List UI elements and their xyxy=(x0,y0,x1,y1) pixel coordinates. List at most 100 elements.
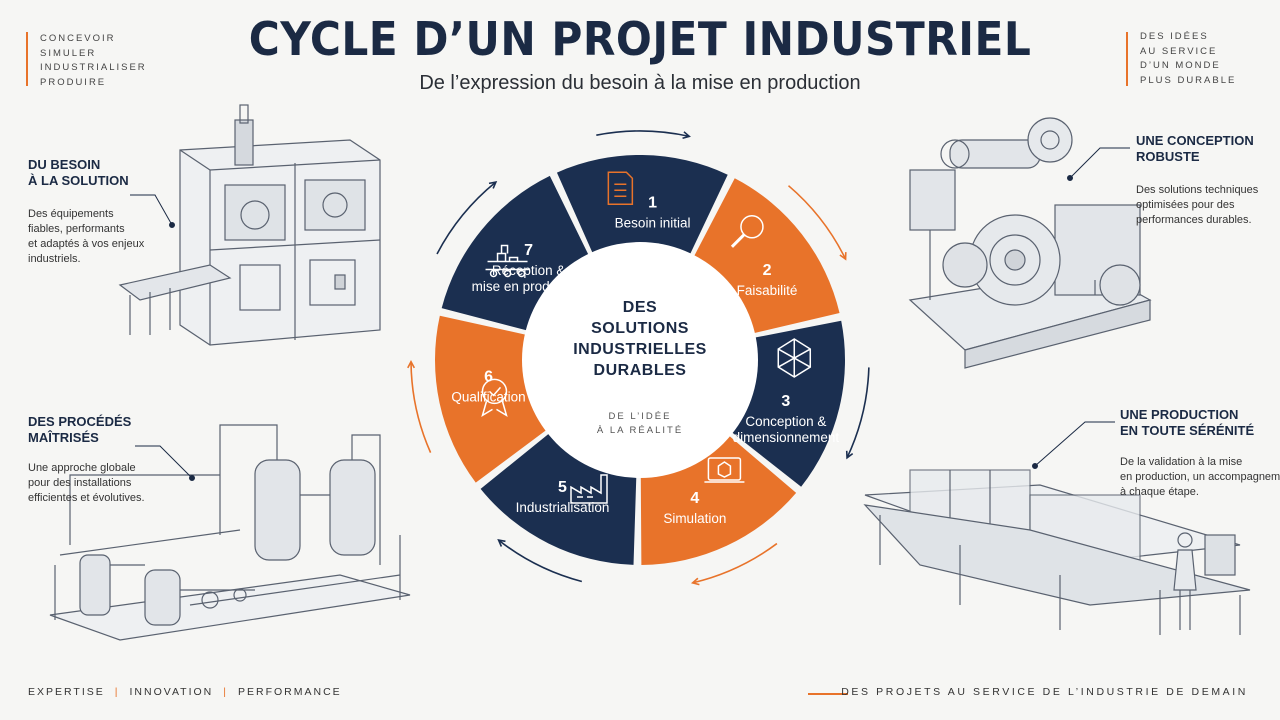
procedes-title-line: DES PROCÉDÉS xyxy=(28,414,132,429)
procedes-leader-dot xyxy=(189,475,195,481)
center-subtitle-line: DE L’IDÉE xyxy=(608,411,672,422)
cycle-flow-arrowhead xyxy=(682,131,691,140)
procedes-annotation-text: Une approche globale pour des installati… xyxy=(28,461,145,506)
top-right-list: DES IDÉES AU SERVICE D’UN MONDE PLUS DUR… xyxy=(1140,30,1236,88)
cycle-flow-arrowhead xyxy=(497,539,506,547)
production-annotation-title: UNE PRODUCTION EN TOUTE SÉRÉNITÉ xyxy=(1120,407,1254,439)
procedes-text-line: efficientes et évolutives. xyxy=(28,492,145,504)
procedes-title-line: MAÎTRISÉS xyxy=(28,430,99,445)
production-title-line: EN TOUTE SÉRÉNITÉ xyxy=(1120,423,1255,438)
besoin-annotation-title: DU BESOIN À LA SOLUTION xyxy=(28,157,129,189)
cycle-flow-arrow xyxy=(596,130,690,138)
footer-accent-line xyxy=(808,693,848,695)
packaging-machine-illustration xyxy=(118,104,381,346)
top-right-list-item: AU SERVICE xyxy=(1140,45,1218,57)
top-left-list: CONCEVOIR SIMULER INDUSTRIALISER PRODUIR… xyxy=(40,32,147,90)
cycle-flow-arrowhead xyxy=(839,252,847,261)
conveyor-icon xyxy=(485,244,530,278)
factory-icon xyxy=(570,474,608,504)
conception-annotation-text: Des solutions techniques optimisées pour… xyxy=(1136,183,1258,228)
cycle-center-title: DES SOLUTIONS INDUSTRIELLES DURABLES xyxy=(540,297,740,381)
center-title-line: INDUSTRIELLES xyxy=(573,341,707,358)
cycle-flow-arrow xyxy=(436,181,497,255)
valve-assembly-illustration xyxy=(908,117,1152,369)
conception-leader-dot xyxy=(1067,175,1073,181)
cycle-flow-arrow xyxy=(787,185,847,260)
cycle-flow-arrow xyxy=(846,367,870,459)
award-badge-icon xyxy=(481,378,508,417)
center-title-line: SOLUTIONS xyxy=(591,320,689,337)
besoin-text-line: Des équipements xyxy=(28,208,114,220)
subtitle: De l’expression du besoin à la mise en p… xyxy=(419,72,861,94)
procedes-text-line: pour des installations xyxy=(28,477,132,489)
footer-separator: | xyxy=(114,686,120,698)
footer-value: PERFORMANCE xyxy=(238,686,342,698)
besoin-text-line: fiables, performants xyxy=(28,223,125,235)
top-right-list-item: PLUS DURABLE xyxy=(1140,74,1237,86)
besoin-title-line: À LA SOLUTION xyxy=(28,173,129,188)
production-text-line: De la validation à la mise xyxy=(1120,456,1243,468)
production-leader-line xyxy=(1034,421,1115,467)
cube-wireframe-icon xyxy=(777,338,812,378)
procedes-text-line: Une approche globale xyxy=(28,462,136,474)
procedes-annotation-title: DES PROCÉDÉS MAÎTRISÉS xyxy=(28,414,131,446)
top-left-list-item: CONCEVOIR xyxy=(40,33,116,44)
besoin-text-line: industriels. xyxy=(28,253,81,265)
conception-title-line: ROBUSTE xyxy=(1136,149,1200,164)
footer-tagline: DES PROJETS AU SERVICE DE L’INDUSTRIE DE… xyxy=(841,686,1248,698)
conception-annotation-title: UNE CONCEPTION ROBUSTE xyxy=(1136,133,1254,165)
footer-values: EXPERTISE|INNOVATION|PERFORMANCE xyxy=(28,686,342,698)
cycle-step-1-segment xyxy=(556,155,728,261)
top-right-list-item: D’UN MONDE xyxy=(1140,60,1221,71)
procedes-leader-line xyxy=(135,445,193,479)
cycle-flow-arrow xyxy=(692,542,778,584)
center-title-line: DURABLES xyxy=(593,362,687,379)
center-title-line: DES xyxy=(622,299,658,316)
cycle-step-7-segment xyxy=(441,175,592,333)
conception-text-line: Des solutions techniques xyxy=(1136,184,1259,196)
magnifier-icon xyxy=(730,215,764,248)
besoin-text-line: et adaptés à vos enjeux xyxy=(28,238,145,250)
main-title: CYCLE D’UN PROJET INDUSTRIEL xyxy=(248,12,1032,66)
cycle-step-2-segment xyxy=(690,178,840,335)
top-left-list-item: INDUSTRIALISER xyxy=(40,62,147,73)
cycle-center-disc xyxy=(522,242,758,478)
top-left-list-item: PRODUIRE xyxy=(40,76,107,88)
top-right-accent-bar xyxy=(1126,32,1128,86)
cycle-flow-arrowhead xyxy=(488,180,498,189)
cycle-flow-arrow xyxy=(410,361,432,453)
footer-value: INNOVATION xyxy=(129,686,214,698)
cycle-center-subtitle: DE L’IDÉE À LA RÉALITÉ xyxy=(540,410,740,438)
conception-text-line: optimisées pour des xyxy=(1136,199,1235,211)
besoin-title-line: DU BESOIN xyxy=(28,157,101,172)
conception-title-line: UNE CONCEPTION xyxy=(1136,133,1254,148)
cycle-flow-arrowhead xyxy=(845,450,854,460)
production-text-line: à chaque étape. xyxy=(1120,486,1199,498)
conception-leader-line xyxy=(1069,147,1130,179)
besoin-leader-dot xyxy=(169,222,175,228)
cycle-flow-arrow xyxy=(498,539,583,583)
footer-separator: | xyxy=(223,686,228,698)
production-text-line: en production, un accompagnement xyxy=(1120,471,1280,483)
production-line-illustration xyxy=(863,469,1251,635)
top-right-list-item: DES IDÉES xyxy=(1140,31,1209,42)
process-skid-illustration xyxy=(49,424,411,641)
document-icon xyxy=(607,171,634,206)
top-left-list-item: SIMULER xyxy=(40,47,97,59)
besoin-leader-line xyxy=(130,194,173,226)
cycle-flow-arrowhead xyxy=(407,360,416,369)
production-leader-dot xyxy=(1032,463,1038,469)
production-annotation-text: De la validation à la mise en production… xyxy=(1120,455,1280,500)
production-title-line: UNE PRODUCTION xyxy=(1120,407,1239,422)
center-subtitle-line: À LA RÉALITÉ xyxy=(596,425,684,436)
cycle-flow-arrowhead xyxy=(690,577,700,586)
